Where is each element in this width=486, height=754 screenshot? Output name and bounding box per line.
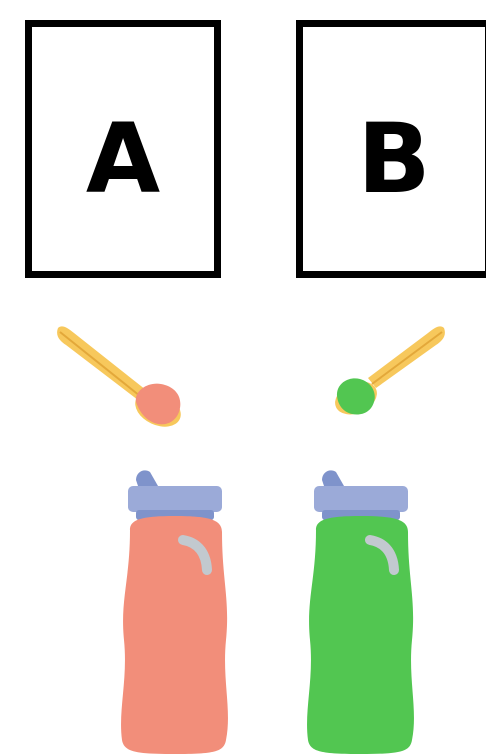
spoon-icon-left: [57, 326, 186, 433]
bottle-icon-left: [121, 470, 228, 754]
spoon-icon-right: [330, 326, 445, 421]
bottle-icon-right: [307, 470, 414, 754]
powder-left: [136, 384, 181, 425]
